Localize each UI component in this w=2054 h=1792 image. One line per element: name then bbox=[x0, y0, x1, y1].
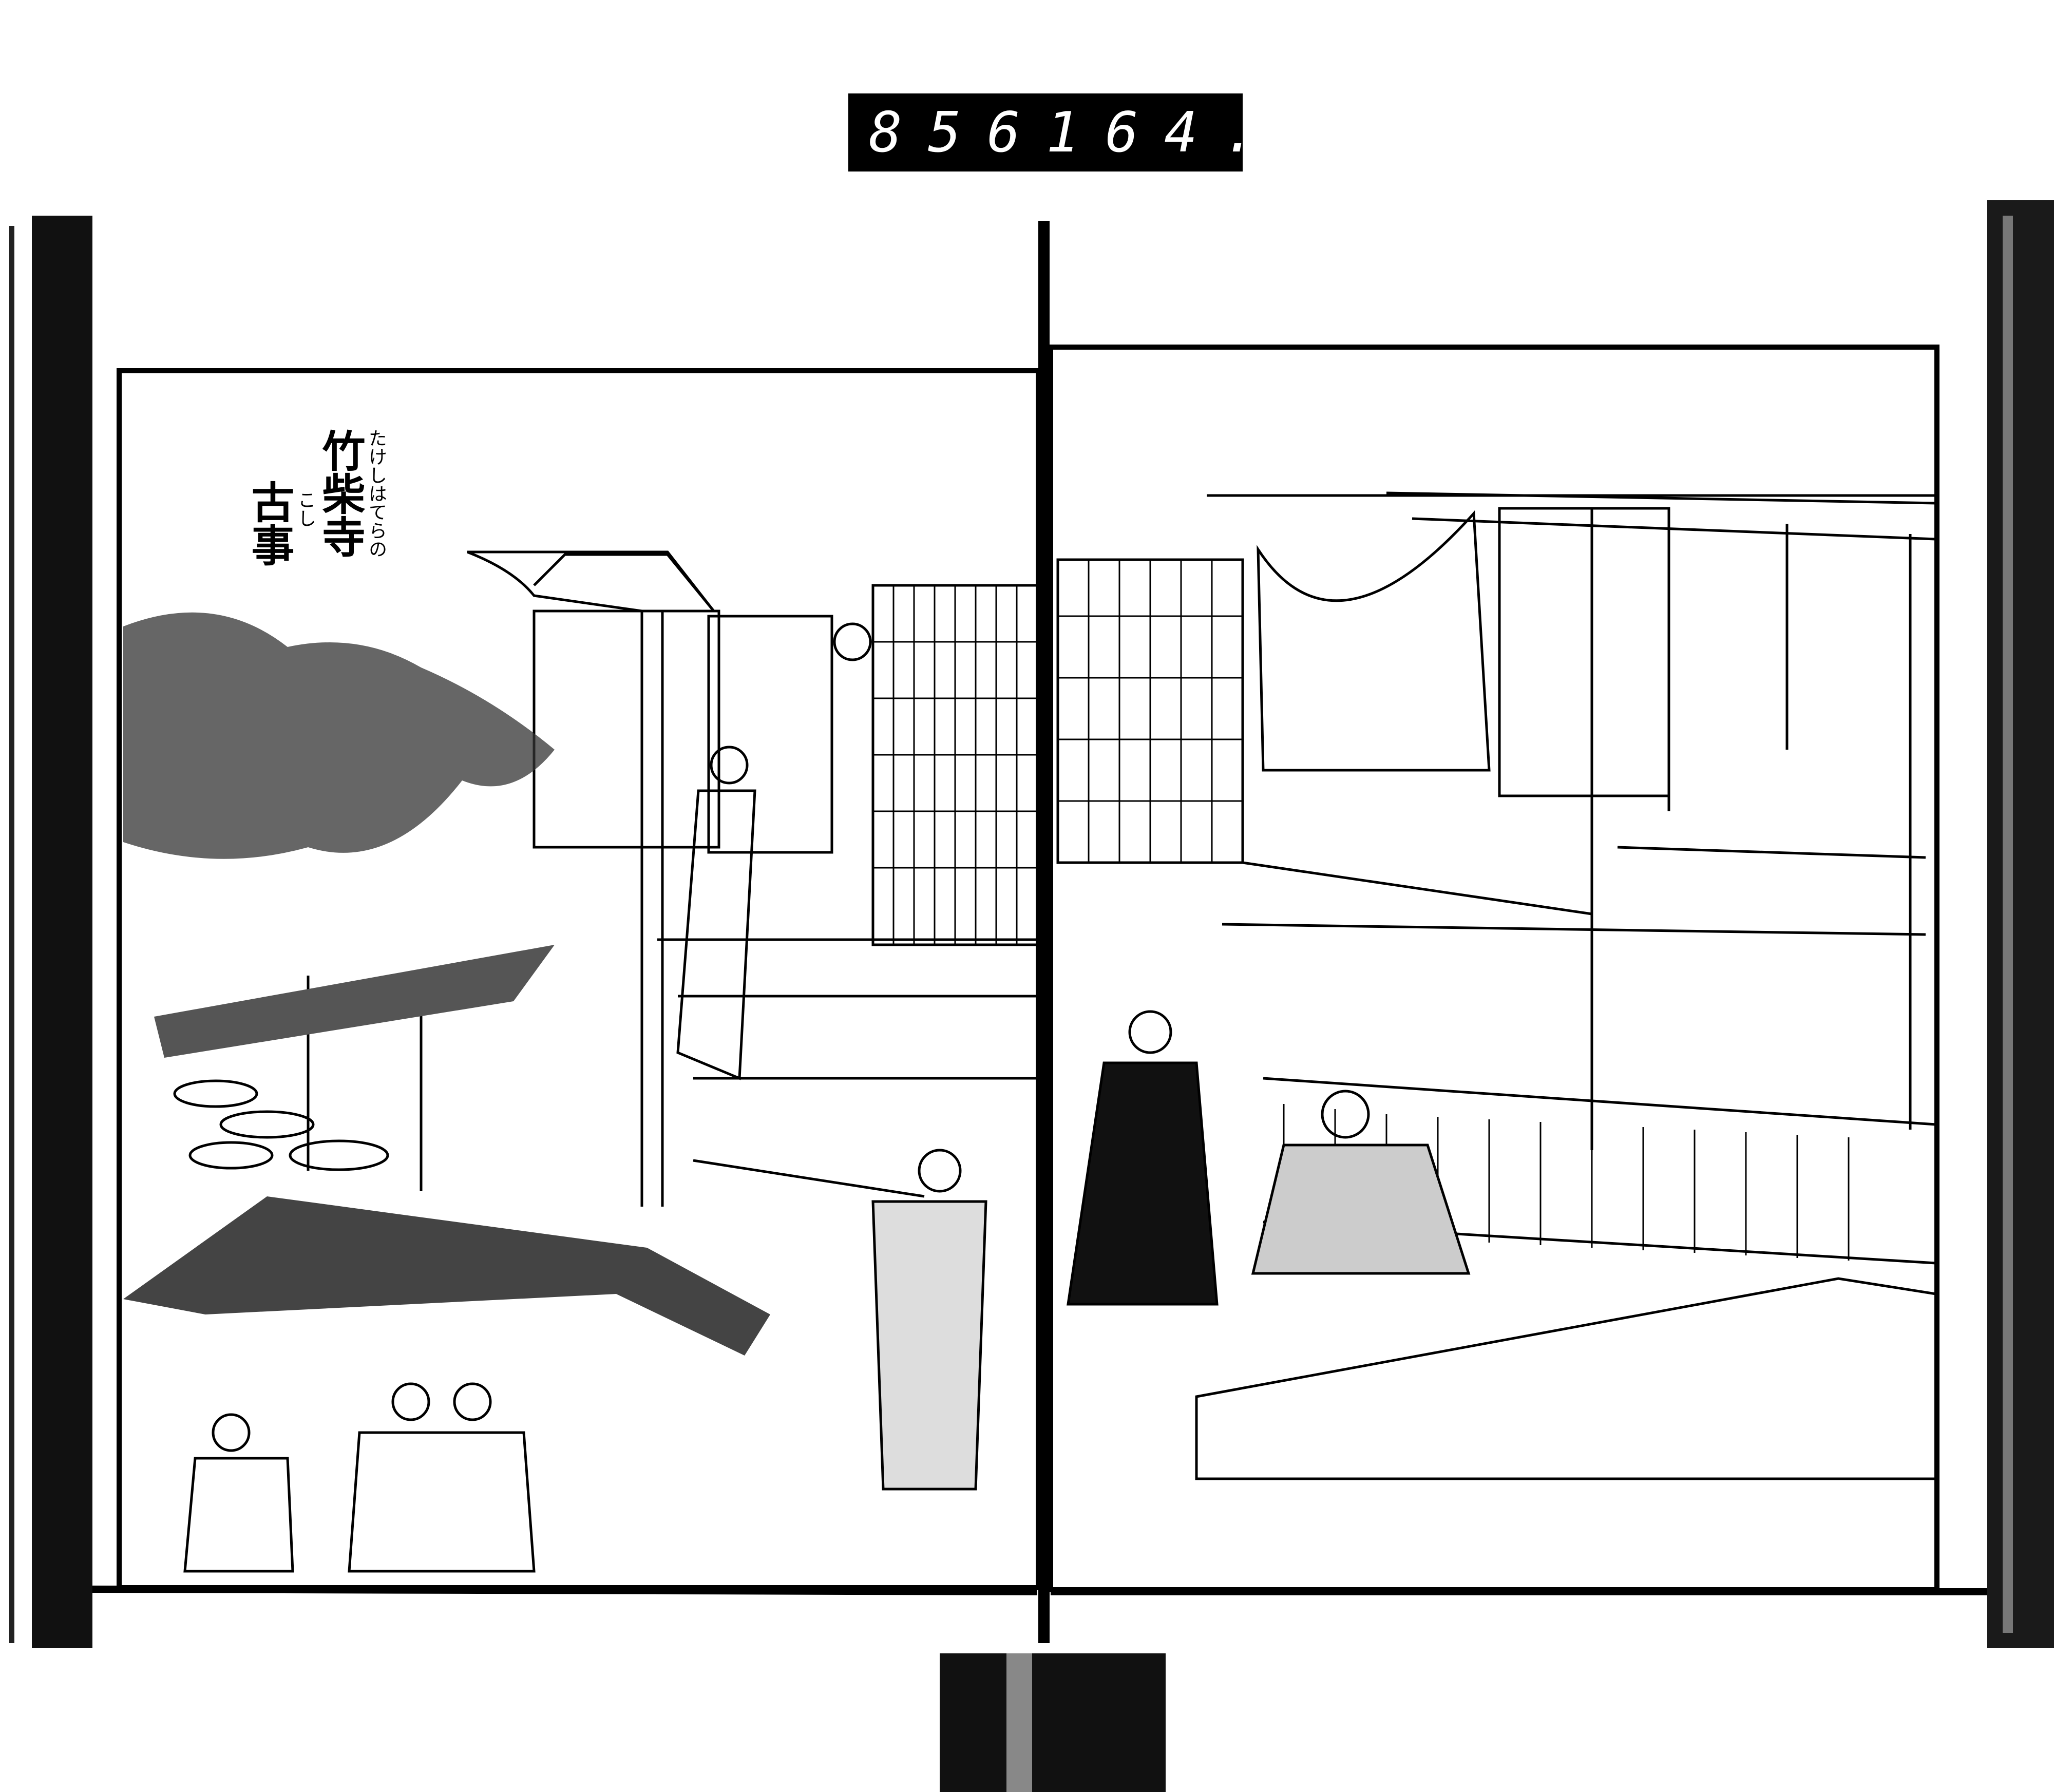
title-reading-line2: こし bbox=[295, 490, 316, 527]
right-book-edge bbox=[1987, 200, 2054, 1648]
catalog-left-number: 856 bbox=[869, 100, 1047, 165]
catalog-number-label: 856 164. bbox=[848, 93, 1257, 171]
title-reading-line1: たけしはてらの bbox=[366, 429, 387, 558]
spine-line bbox=[1038, 221, 1050, 1643]
right-scene bbox=[1056, 491, 1937, 1480]
illustration-title: たけしはてらの 竹柴寺 こし 古事 bbox=[244, 429, 387, 578]
left-scene bbox=[123, 550, 1039, 1573]
title-line1: 竹柴寺 bbox=[315, 429, 366, 558]
left-book-edge bbox=[32, 216, 92, 1648]
title-line2: 古事 bbox=[244, 480, 295, 566]
bottom-spine-shadow bbox=[940, 1653, 1166, 1792]
catalog-right-number: 164. bbox=[1046, 100, 1283, 165]
